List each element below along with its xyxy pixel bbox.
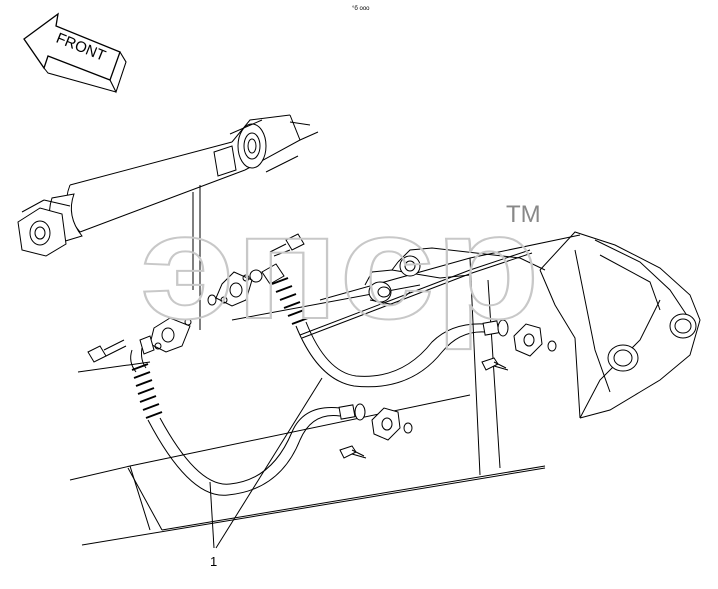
callout-1: 1: [209, 377, 323, 569]
watermark-text: эпср: [140, 182, 540, 350]
front-arrow: FRONT: [23, 12, 127, 94]
header-code: °б ооо: [352, 6, 370, 12]
hose-lower: [130, 317, 413, 496]
boom-arm: [69, 231, 701, 546]
trademark-mark: TM: [506, 201, 541, 228]
flange-bolt: [87, 339, 127, 363]
callout-number: 1: [210, 554, 217, 569]
boom-cylinder: [17, 114, 319, 330]
watermark-logo: эпср TM: [139, 181, 541, 351]
hose-upper: [207, 233, 557, 388]
